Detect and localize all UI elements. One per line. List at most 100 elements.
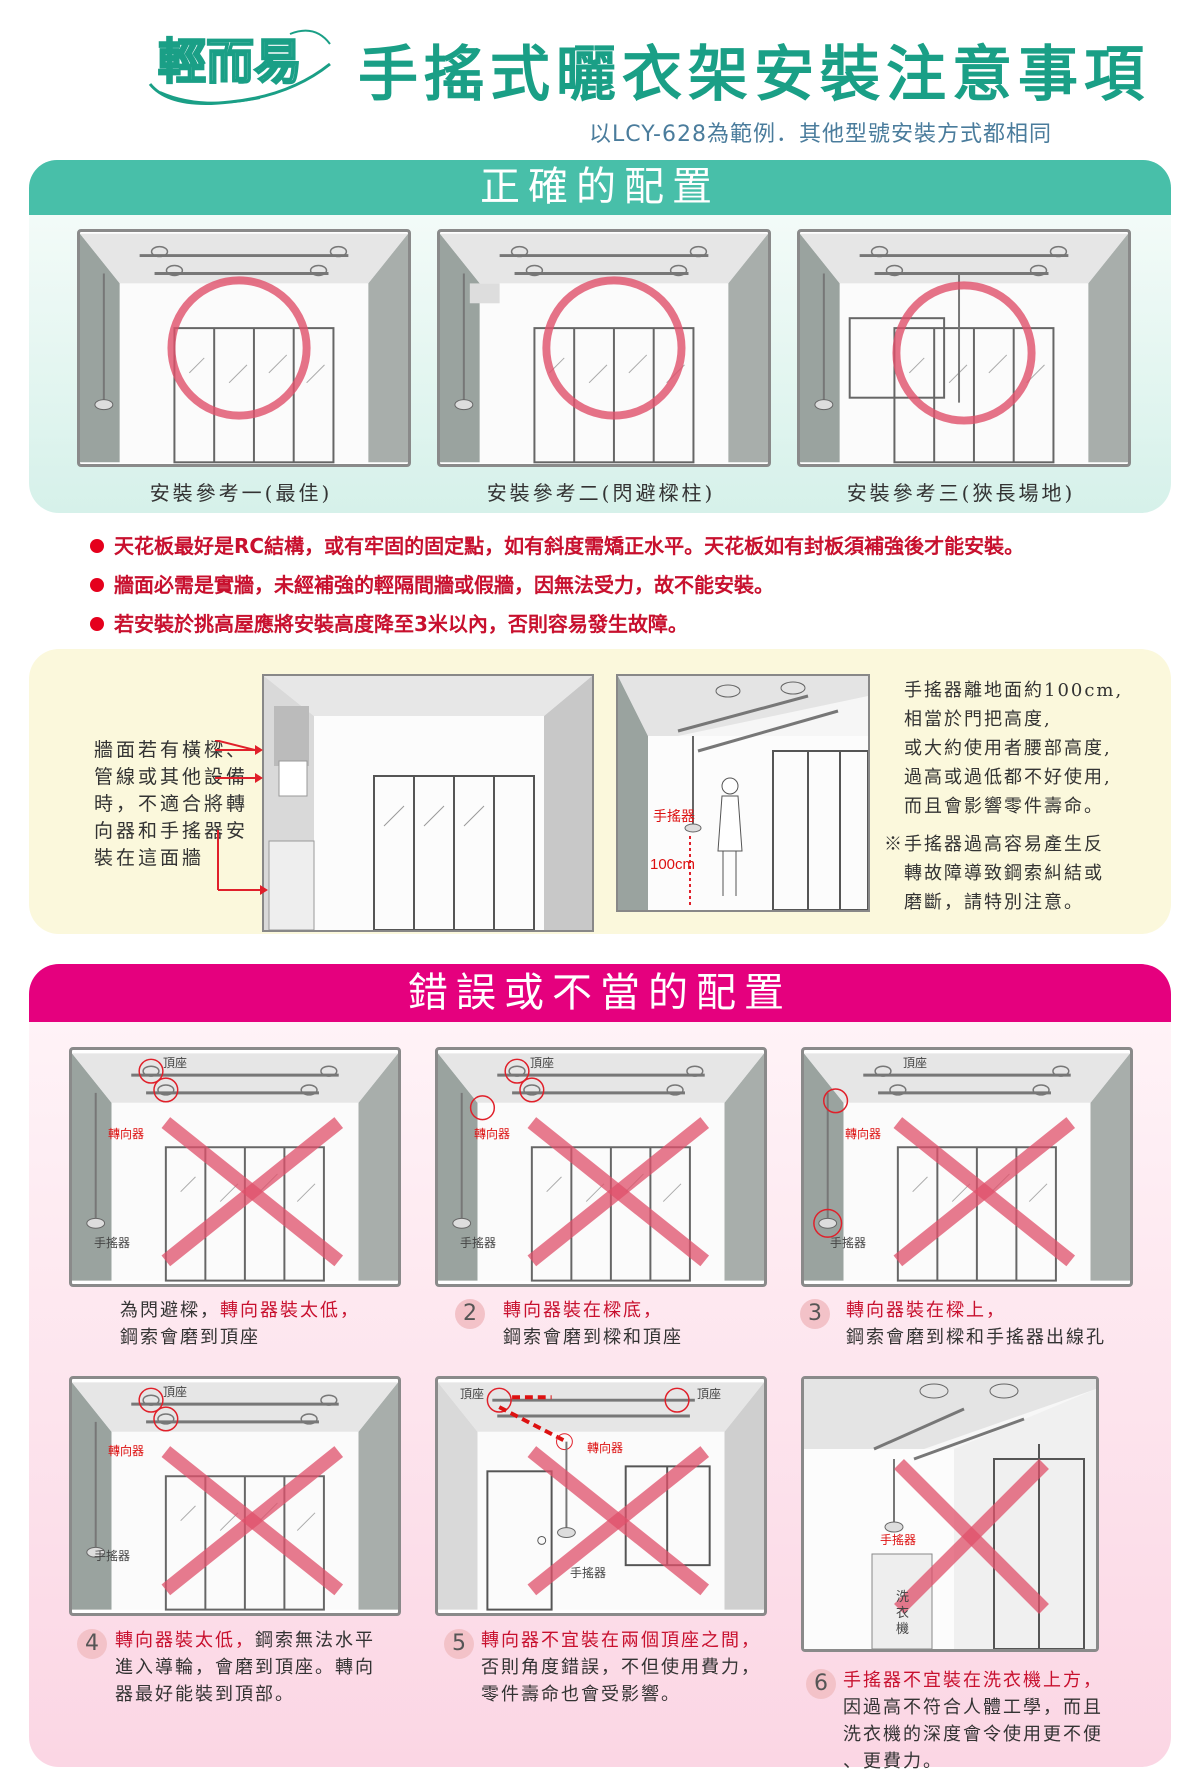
wrong-caption-4: 轉向器裝太低，鋼索無法水平 進入導輪，會磨到頂座。轉向 器最好能裝到頂部。 xyxy=(115,1627,375,1708)
wrong-scene-3 xyxy=(801,1047,1133,1287)
crank-label: 手搖器 xyxy=(460,1236,497,1250)
warning-line: 磨斷，請特別注意。 xyxy=(904,892,1084,913)
wall-note-line: 牆面若有橫樑、 xyxy=(94,739,249,761)
wrong-scene-1 xyxy=(69,1047,401,1287)
turner-label: 轉向器 xyxy=(845,1127,882,1141)
brand-logo: 輕而易 xyxy=(140,14,340,114)
crank-label: 手搖器 xyxy=(570,1566,607,1580)
turner-label: 轉向器 xyxy=(587,1441,624,1455)
top-label: 頂座 xyxy=(903,1056,928,1070)
top-label: 頂座 xyxy=(163,1385,188,1399)
crank-label: 手搖器 xyxy=(653,809,695,825)
caption-lead: 為閃避樑， xyxy=(120,1300,220,1321)
wrong-caption-3: 轉向器裝在樑上， 鋼索會磨到樑和手搖器出線孔 xyxy=(846,1297,1106,1351)
info-panel xyxy=(29,649,1171,934)
crank-label: 手搖器 xyxy=(880,1533,917,1547)
height-note-line: 手搖器離地面約100cm, xyxy=(904,680,1124,701)
wrong-section-band xyxy=(29,964,1171,1022)
note-text: 天花板最好是RC結構，或有牢固的固定點，如有斜度需矯正水平。天花板如有封板須補強… xyxy=(114,534,1025,558)
caption-emphasis: 轉向器裝在樑上， xyxy=(846,1300,1006,1321)
top-label: 頂座 xyxy=(460,1387,485,1401)
caption-line: 洗衣機的深度會令使用更不便 xyxy=(843,1724,1103,1745)
wrong-scene-6 xyxy=(801,1376,1099,1652)
caption-line: 鋼索會磨到樑和手搖器出線孔 xyxy=(846,1327,1106,1348)
turner-label: 轉向器 xyxy=(108,1127,145,1141)
crank-label: 手搖器 xyxy=(94,1236,131,1250)
wrong-caption-6: 手搖器不宜裝在洗衣機上方， 因過高不符合人體工學，而且 洗衣機的深度會令使用更不… xyxy=(843,1667,1103,1775)
correct-scene-2 xyxy=(437,229,771,467)
correct-caption-3: 安裝參考三(狹長場地) xyxy=(846,481,1076,505)
caption-line: 因過高不符合人體工學，而且 xyxy=(843,1697,1103,1718)
crank-height-scene xyxy=(616,674,870,912)
note-2: 牆面必需是實牆，未經補強的輕隔間牆或假牆，因無法受力，故不能安裝。 xyxy=(90,569,774,598)
turner-label: 轉向器 xyxy=(108,1444,145,1458)
caption-emphasis: 轉向器不宜裝在兩個頂座之間， xyxy=(481,1630,761,1651)
top-label: 頂座 xyxy=(530,1056,555,1070)
logo-swirl-icon xyxy=(148,29,331,106)
crank-label: 手搖器 xyxy=(94,1549,131,1563)
bullet-icon xyxy=(90,616,104,631)
page-subtitle: 以LCY-628為範例．其他型號安裝方式都相同 xyxy=(589,122,1052,147)
caption-emphasis: 轉向器裝太低， xyxy=(115,1630,255,1651)
turner-label: 轉向器 xyxy=(474,1127,511,1141)
bullet-icon xyxy=(90,538,104,553)
caption-line: 、更費力。 xyxy=(843,1751,943,1772)
item-number-badge: 6 xyxy=(806,1669,836,1699)
wall-note-line: 向器和手搖器安 xyxy=(94,820,249,842)
correct-circle-icon xyxy=(167,276,311,420)
wall-obstacle-note: 牆面若有橫樑、 管線或其他設備 時，不適合將轉 向器和手搖器安 裝在這面牆 xyxy=(94,737,248,872)
caption-emphasis: 轉向器裝在樑底， xyxy=(503,1300,663,1321)
item-number-badge: 3 xyxy=(800,1299,830,1329)
warning-line: ※手搖器過高容易產生反 xyxy=(884,834,1104,855)
wrong-caption-5: 轉向器不宜裝在兩個頂座之間， 否則角度錯誤，不但使用費力， 零件壽命也會受影響。 xyxy=(481,1627,761,1708)
pointer-arrows-icon xyxy=(215,740,268,895)
caption-line: 器最好能裝到頂部。 xyxy=(115,1684,295,1705)
correct-scene-1 xyxy=(77,229,411,467)
note-text: 牆面必需是實牆，未經補強的輕隔間牆或假牆，因無法受力，故不能安裝。 xyxy=(114,573,774,597)
caption-line: 零件壽命也會受影響。 xyxy=(481,1684,681,1705)
warning-line: 轉故障導致鋼索糾結或 xyxy=(904,863,1104,884)
washer-label: 洗衣機 xyxy=(896,1590,910,1637)
wall-note-line: 裝在這面牆 xyxy=(94,847,205,869)
caption-emphasis: 手搖器不宜裝在洗衣機上方， xyxy=(843,1670,1103,1691)
wrong-section-title: 錯誤或不當的配置 xyxy=(408,970,792,1016)
caption-line: 鋼索會磨到頂座 xyxy=(120,1327,260,1348)
wall-note-line: 時，不適合將轉 xyxy=(94,793,249,815)
height-note-line: 或大約使用者腰部高度, xyxy=(904,738,1112,759)
note-1: 天花板最好是RC結構，或有牢固的固定點，如有斜度需矯正水平。天花板如有封板須補強… xyxy=(90,530,1024,559)
wrong-scene-2 xyxy=(435,1047,767,1287)
caption-emphasis: 轉向器裝太低， xyxy=(220,1300,360,1321)
logo-text: 輕而易 xyxy=(157,33,303,91)
top-label: 頂座 xyxy=(697,1387,722,1401)
wrong-caption-2: 轉向器裝在樑底， 鋼索會磨到樑和頂座 xyxy=(503,1297,683,1351)
caption-line: 否則角度錯誤，不但使用費力， xyxy=(481,1657,761,1678)
correct-circle-icon xyxy=(542,276,686,420)
top-label: 頂座 xyxy=(163,1056,188,1070)
item-number-badge: 4 xyxy=(77,1629,107,1659)
wrong-scene-4 xyxy=(69,1376,401,1616)
height-note-line: 過高或過低都不好使用, xyxy=(904,767,1112,788)
correct-section-title: 正確的配置 xyxy=(480,164,720,210)
wall-note-line: 管線或其他設備 xyxy=(94,766,249,788)
caption-line: 鋼索會磨到樑和頂座 xyxy=(503,1327,683,1348)
note-3: 若安裝於挑高屋應將安裝高度降至3米以內，否則容易發生故障。 xyxy=(90,608,688,637)
height-note-line: 相當於門把高度, xyxy=(904,709,1052,730)
bullet-icon xyxy=(90,577,104,592)
caption-tail: 鋼索無法水平 xyxy=(255,1630,375,1651)
correct-scene-3 xyxy=(797,229,1131,467)
caption-line: 進入導輪，會磨到頂座。轉向 xyxy=(115,1657,375,1678)
item-number-badge: 2 xyxy=(455,1299,485,1329)
page-title: 手搖式曬衣架安裝注意事項 xyxy=(358,40,1150,110)
correct-caption-2: 安裝參考二(閃避樑柱) xyxy=(486,481,716,505)
wrong-scene-5 xyxy=(435,1376,767,1616)
correct-caption-1: 安裝參考一(最佳) xyxy=(149,481,333,505)
crank-height-note: 手搖器離地面約100cm, 相當於門把高度, 或大約使用者腰部高度, 過高或過低… xyxy=(904,676,1123,821)
note-text: 若安裝於挑高屋應將安裝高度降至3米以內，否則容易發生故障。 xyxy=(114,612,688,636)
warning-note: ※手搖器過高容易產生反 轉故障導致鋼索糾結或 磨斷，請特別注意。 xyxy=(884,830,1104,917)
wall-obstacle-scene xyxy=(262,674,594,932)
crank-label: 手搖器 xyxy=(830,1236,867,1250)
correct-section-band xyxy=(29,160,1171,215)
wrong-caption-1: 為閃避樑，轉向器裝太低， 鋼索會磨到頂座 xyxy=(120,1297,360,1351)
correct-circle-icon xyxy=(892,281,1036,425)
height-label: 100cm xyxy=(650,856,696,873)
